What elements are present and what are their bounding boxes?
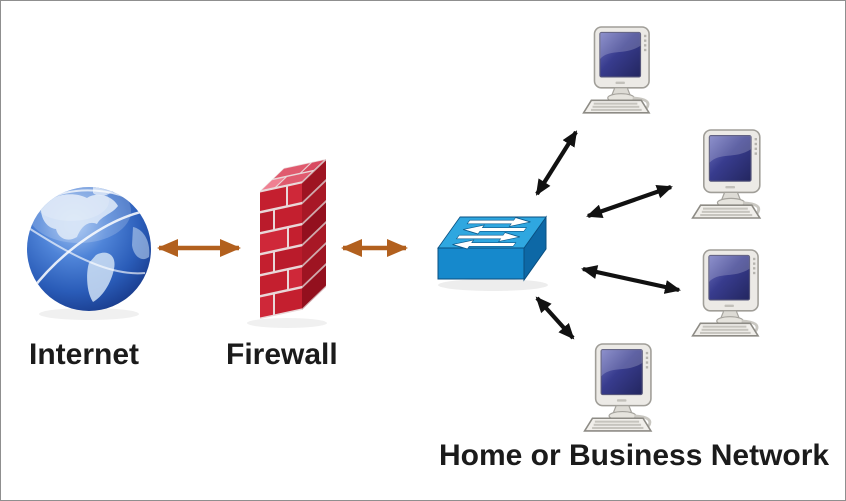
network-switch-icon [437,215,547,282]
firewall-shadow [247,318,327,328]
switch-shadow [438,279,548,291]
firewall-label: Firewall [226,338,338,371]
firewall-brick-icon [260,158,326,319]
desktop-computer-icon [691,128,762,220]
link-switch-pc-2 [586,185,673,218]
globe-icon [27,187,151,311]
link-switch-pc-4 [535,296,575,340]
globe-shadow [39,308,139,320]
link-switch-pc-3 [581,265,681,294]
desktop-computer-icon [582,25,651,115]
desktop-computer-icon [583,342,653,433]
network-label: Home or Business Network [439,439,830,472]
link-switch-pc-1 [535,130,578,196]
desktop-computer-icon [691,248,760,338]
internet-label: Internet [29,338,140,371]
